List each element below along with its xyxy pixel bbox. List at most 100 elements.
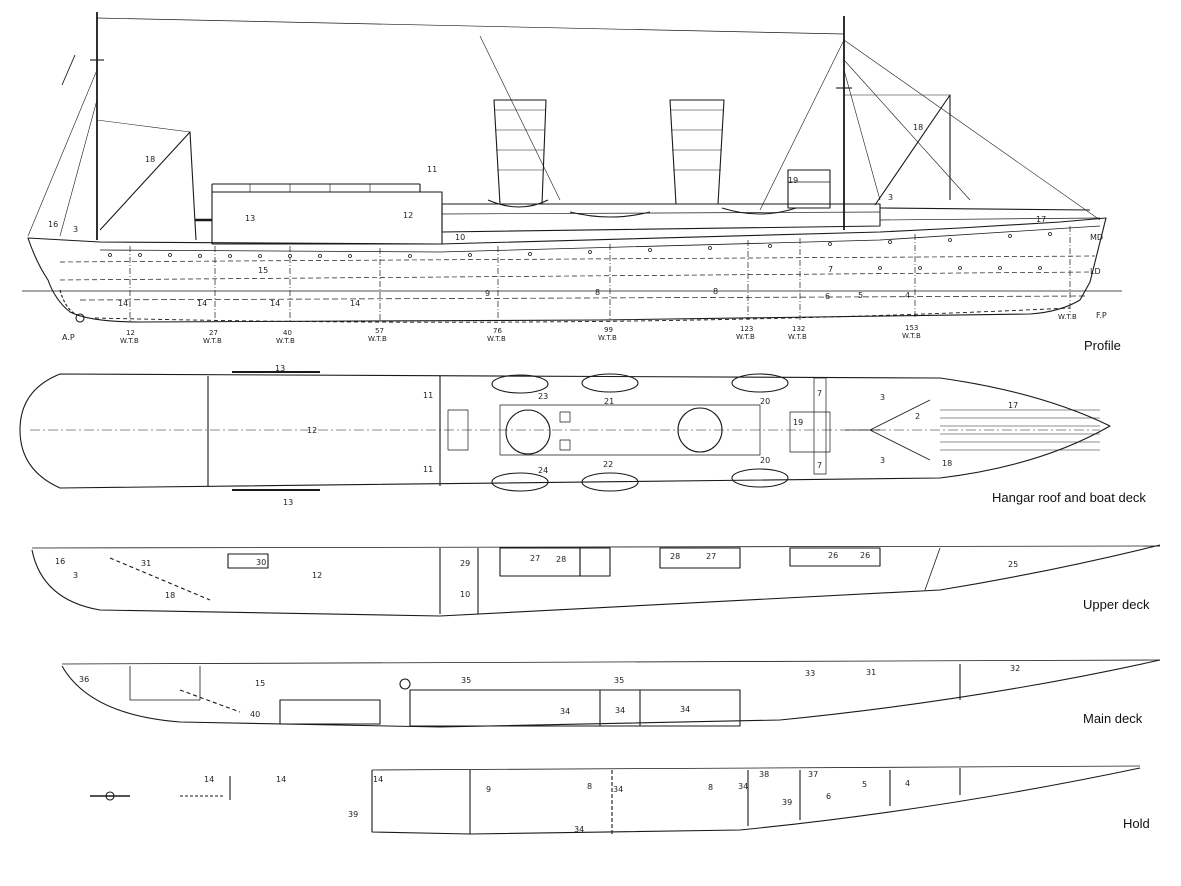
part-label: 25 [1008, 560, 1018, 569]
lifeboat [491, 472, 549, 492]
part-label: 4 [905, 291, 910, 300]
frame-number: 57 [375, 327, 384, 335]
hangar-labels: 13 11 12 11 13 23 21 20 24 22 20 7 19 7 … [275, 364, 1018, 507]
part-label: 15 [258, 266, 268, 275]
funnel-aft [493, 99, 547, 205]
part-label: 17 [1008, 401, 1018, 410]
part-label: 26 [828, 551, 838, 560]
part-label: 31 [141, 559, 151, 568]
frame-number: 40 [283, 329, 292, 337]
part-label: 34 [738, 782, 748, 791]
part-label: 26 [860, 551, 870, 560]
part-label: 8 [713, 287, 718, 296]
bridge [787, 169, 831, 209]
part-label: 14 [270, 299, 280, 308]
part-label: 9 [486, 785, 491, 794]
frame-number: 12 [126, 329, 135, 337]
lifeboat [731, 373, 789, 393]
part-label: 18 [165, 591, 175, 600]
part-label: 22 [603, 460, 613, 469]
profile-hull [27, 217, 1107, 323]
part-label: 30 [256, 558, 266, 567]
lifeboat [581, 373, 639, 393]
part-label: 16 [48, 220, 58, 229]
part-label: 5 [858, 291, 863, 300]
upper-deck-outline [31, 544, 1161, 617]
upper-deck-title: Upper deck [1083, 597, 1150, 612]
part-label: 12 [403, 211, 413, 220]
part-label: 14 [373, 775, 383, 784]
main-deck-labels: 36 15 40 35 35 33 31 32 34 34 34 [79, 664, 1020, 719]
upper-deck-labels: 16 31 3 18 30 12 29 10 27 28 28 27 26 26… [55, 551, 1018, 600]
profile-labels: 16 3 18 13 12 11 10 15 9 8 8 14 14 14 14… [48, 123, 1107, 342]
fwd-crane [874, 94, 951, 206]
part-label: 6 [826, 792, 831, 801]
part-label: 14 [118, 299, 128, 308]
upper-deck-view [31, 544, 1161, 617]
part-label: 3 [880, 393, 885, 402]
part-label: 28 [670, 552, 680, 561]
part-label: 8 [587, 782, 592, 791]
part-label: 20 [760, 456, 770, 465]
lifeboat [569, 211, 651, 218]
part-label: 19 [793, 418, 803, 427]
main-deck-outline [61, 659, 1161, 728]
boat-deck-outline [19, 373, 1111, 489]
part-label: 34 [560, 707, 570, 716]
profile-view [22, 12, 1122, 323]
frame-tag: W.T.B [788, 333, 807, 341]
part-label: 14 [204, 775, 214, 784]
part-label: 10 [460, 590, 470, 599]
frame-marks: 12 W.T.B 27 W.T.B 40 W.T.B 57 W.T.B 76 W… [120, 313, 1077, 345]
profile-portholes [108, 232, 1052, 270]
part-label: 13 [245, 214, 255, 223]
frame-number: 99 [604, 326, 613, 334]
frame-tag: W.T.B [120, 337, 139, 345]
aft-perpendicular-mark: A.P [62, 333, 75, 342]
hangar-deck-title: Hangar roof and boat deck [992, 490, 1146, 505]
part-label: 34 [574, 825, 584, 834]
lifeboat [721, 207, 797, 215]
hangar-deck-view [19, 371, 1111, 492]
part-label: 27 [530, 554, 540, 563]
part-label: 11 [423, 391, 433, 400]
main-deck-title: Main deck [1083, 711, 1143, 726]
part-label: 14 [276, 775, 286, 784]
lifeboat [581, 472, 639, 492]
fwd-perpendicular-mark: F.P [1096, 311, 1107, 320]
part-label: 40 [250, 710, 260, 719]
part-label: 23 [538, 392, 548, 401]
part-label: 5 [862, 780, 867, 789]
part-label: 18 [942, 459, 952, 468]
part-label: 17 [1036, 215, 1046, 224]
part-label: 3 [73, 225, 78, 234]
funnel-fwd [669, 99, 725, 205]
frame-number: 27 [209, 329, 218, 337]
part-label: 24 [538, 466, 548, 475]
frame-tag: W.T.B [736, 333, 755, 341]
part-label: 3 [888, 193, 893, 202]
part-label: 6 [825, 292, 830, 301]
part-label: 4 [905, 779, 910, 788]
hold-view [90, 765, 1141, 835]
part-label: 38 [759, 770, 769, 779]
hold-labels: 14 14 14 39 9 8 34 34 8 34 38 37 39 6 5 … [204, 770, 910, 834]
part-label: 13 [275, 364, 285, 373]
hold-outline [371, 767, 1141, 835]
lifeboat [731, 468, 789, 488]
part-label: 28 [556, 555, 566, 564]
part-label: 18 [145, 155, 155, 164]
aft-crane [99, 131, 197, 241]
frame-tag: W.T.B [1058, 313, 1077, 321]
funnel-aft-plan [505, 409, 551, 455]
hold-title: Hold [1123, 816, 1150, 831]
part-label: 36 [79, 675, 89, 684]
part-label: 14 [197, 299, 207, 308]
part-label: 2 [915, 412, 920, 421]
part-label: 14 [350, 299, 360, 308]
ld-mark: LD [1090, 267, 1101, 276]
part-label: 39 [782, 798, 792, 807]
frame-number: 76 [493, 327, 502, 335]
part-label: 11 [427, 165, 437, 174]
